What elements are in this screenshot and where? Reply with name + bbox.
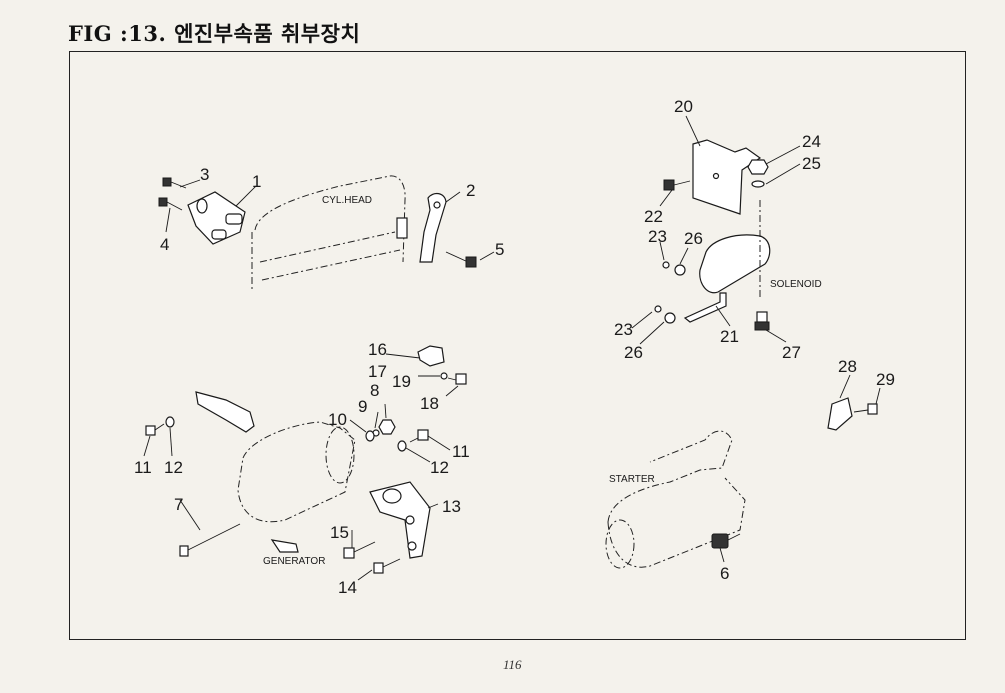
- page-number: 116: [503, 657, 522, 672]
- bolt-part-27: [754, 311, 770, 331]
- bolt-part-15: [343, 541, 376, 559]
- callout-28: 28: [838, 357, 857, 376]
- bolt-part-11-right: [409, 429, 429, 443]
- bolt-part-29: [853, 403, 878, 415]
- bolt-part-11-left: [145, 423, 165, 436]
- generator-label: GENERATOR: [263, 556, 325, 567]
- adjust-strap-top: [195, 391, 255, 433]
- cylinder-head-outline: [251, 175, 406, 292]
- diagram-frame: [69, 51, 966, 640]
- figure-title: FIG :13. 엔진부속품 취부장치: [68, 21, 361, 46]
- callout-3: 3: [200, 165, 209, 184]
- rod-part-21: [683, 292, 727, 323]
- bolt-part-6: [711, 533, 741, 549]
- clip-part-28: [827, 397, 853, 431]
- solenoid-body: [699, 200, 771, 300]
- bracket-part-2: [396, 192, 447, 263]
- callout-19: 19: [392, 372, 411, 391]
- nut-part-8: [378, 419, 396, 435]
- clip-part-23-lower: [654, 305, 662, 313]
- callout-4: 4: [160, 235, 169, 254]
- bolt-part-4: [158, 197, 183, 211]
- starter-label: STARTER: [609, 474, 655, 485]
- washer-part-26-upper: [674, 264, 686, 276]
- leader-lines: [143, 115, 881, 581]
- clip-part-23-upper: [662, 261, 670, 269]
- solenoid-bracket-part-20: [692, 139, 762, 215]
- callout-20: 20: [674, 97, 693, 116]
- cyl-head-label: CYL.HEAD: [322, 195, 372, 206]
- callout-23-lower: 23: [614, 320, 633, 339]
- callout-10: 10: [328, 410, 347, 429]
- callout-22: 22: [644, 207, 663, 226]
- washer-part-12-right: [397, 440, 407, 452]
- callout-6: 6: [720, 564, 729, 583]
- callout-18: 18: [420, 394, 439, 413]
- callout-5: 5: [495, 240, 504, 259]
- callout-21: 21: [720, 327, 739, 346]
- bolt-part-18: [447, 373, 467, 385]
- washer-part-25: [751, 180, 765, 188]
- callout-14: 14: [338, 578, 357, 597]
- bracket-part-generator-foot: [270, 539, 299, 553]
- callout-9: 9: [358, 397, 367, 416]
- callout-11-left: 11: [134, 458, 152, 477]
- washer-part-26-lower: [664, 312, 676, 324]
- solenoid-label: SOLENOID: [770, 279, 822, 290]
- callout-1: 1: [252, 172, 261, 191]
- callout-12-right: 12: [430, 458, 449, 477]
- bolt-part-14: [373, 558, 401, 574]
- bolt-part-5: [445, 251, 477, 268]
- callout-11-right: 11: [452, 442, 470, 461]
- callout-15: 15: [330, 523, 349, 542]
- callout-12-left: 12: [164, 458, 183, 477]
- callout-23-upper: 23: [648, 227, 667, 246]
- callout-25: 25: [802, 154, 821, 173]
- callout-26-lower: 26: [624, 343, 643, 362]
- bolt-part-22: [663, 179, 691, 191]
- callout-16: 16: [368, 340, 387, 359]
- washer-part-10: [365, 430, 375, 442]
- callout-8: 8: [370, 381, 379, 400]
- nut-part-24: [747, 159, 769, 175]
- callout-29: 29: [876, 370, 895, 389]
- callout-13: 13: [442, 497, 461, 516]
- callout-7: 7: [174, 495, 183, 514]
- bolt-part-7: [179, 523, 241, 557]
- callout-2: 2: [466, 181, 475, 200]
- washer-part-12-left: [165, 416, 175, 428]
- generator-body: [237, 421, 356, 523]
- washer-part-19: [440, 372, 448, 380]
- callout-17: 17: [368, 362, 387, 381]
- bracket-part-13: [369, 481, 431, 559]
- callout-26-upper: 26: [684, 229, 703, 248]
- callout-numbers: 1 2 3 4 5 6 7 8 9 10 11 11 12 12 13 14 1…: [134, 97, 895, 597]
- bracket-part-1: [187, 191, 246, 245]
- clamp-part-16: [417, 345, 445, 367]
- bolt-part-3: [162, 177, 187, 189]
- callout-24: 24: [802, 132, 821, 151]
- callout-27: 27: [782, 343, 801, 362]
